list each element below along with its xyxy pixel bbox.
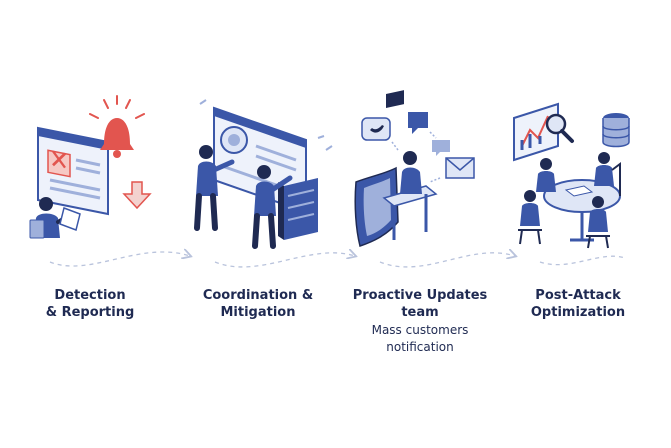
person-icon xyxy=(594,152,621,196)
alarm-bell-icon xyxy=(89,95,145,158)
step-2-title-line2: Mitigation xyxy=(220,305,296,320)
monitor-icon xyxy=(37,126,109,216)
person-icon xyxy=(536,158,556,192)
down-arrow-icon xyxy=(122,181,152,210)
person-icon xyxy=(518,190,542,245)
step-3-subtitle: Mass customers notification xyxy=(372,322,469,356)
step-1-title-line1: Detection xyxy=(54,288,126,303)
chat-bubble-icon xyxy=(432,140,450,156)
server-rack-icon xyxy=(278,178,318,240)
person-icon xyxy=(386,90,422,194)
step-1-label: Detection & Reporting xyxy=(46,287,135,321)
step-4-label: Post-Attack Optimization xyxy=(531,287,625,321)
step-2-label: Coordination & Mitigation xyxy=(203,287,313,321)
flow-connector xyxy=(49,252,626,268)
email-icon xyxy=(445,157,475,179)
detection-illustration xyxy=(29,95,152,239)
step-3-title-line1: Proactive Updates xyxy=(352,288,488,303)
optimization-illustration xyxy=(513,102,630,249)
person-icon xyxy=(194,145,235,231)
step-1-title-line2: & Reporting xyxy=(45,305,135,320)
step-3-sub-line2: notification xyxy=(386,340,454,354)
step-3-label: Proactive Updates team xyxy=(353,287,488,321)
step-3-title-line2: team xyxy=(401,305,439,320)
person-icon xyxy=(586,196,610,249)
database-icon xyxy=(602,113,630,148)
step-4-title-line1: Post-Attack xyxy=(535,288,621,303)
step-2-title-line1: Coordination & xyxy=(202,288,314,303)
social-bird-icon xyxy=(361,117,391,141)
coordination-illustration xyxy=(194,99,333,249)
person-icon xyxy=(29,197,81,239)
analytics-board-icon xyxy=(513,102,559,162)
person-icon xyxy=(252,165,293,249)
updates-illustration xyxy=(354,90,475,247)
chat-bubble-icon xyxy=(408,112,428,134)
step-3-sub-line1: Mass customers xyxy=(371,323,469,337)
step-4-title-line2: Optimization xyxy=(530,305,626,320)
magnifier-icon xyxy=(545,113,574,143)
